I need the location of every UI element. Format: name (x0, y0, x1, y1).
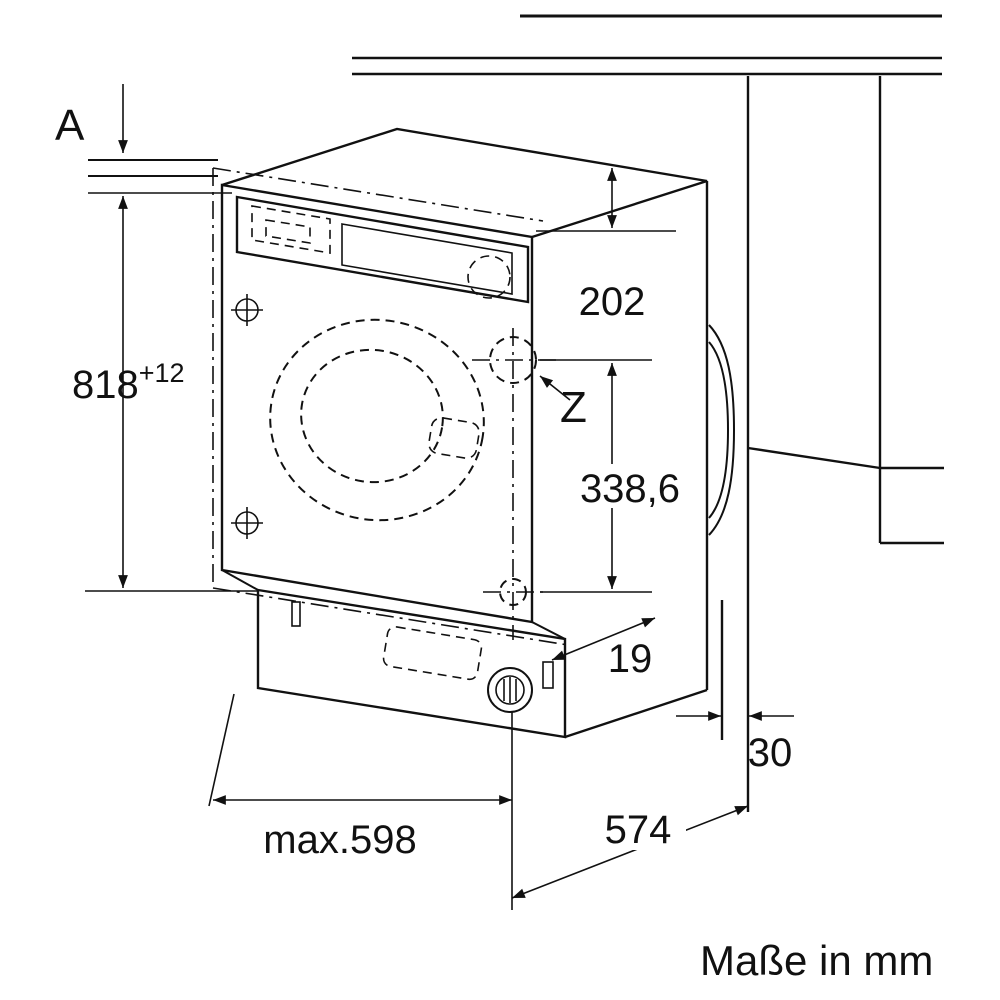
door-glass (300, 348, 444, 484)
detergent-drawer (251, 205, 331, 254)
dimension-lines: A 818+12 202 Z 338,6 19 30 max.598 (55, 84, 794, 910)
width-label: max.598 (263, 818, 416, 862)
units-note: Maße in mm (700, 937, 933, 984)
door-bulge (708, 324, 736, 536)
display-area (341, 223, 513, 295)
depth-label: 574 (605, 808, 672, 852)
service-flap (382, 626, 483, 681)
mounting-points (231, 294, 556, 640)
hinge-distance-label: 338,6 (580, 467, 680, 511)
adjustable-foot (487, 667, 533, 713)
hinge-hole-top (489, 336, 537, 384)
hinge-z-label: Z (560, 383, 587, 432)
furniture-door-phantom (212, 167, 569, 646)
top-clearance-label: 202 (579, 280, 646, 324)
cabinet-side-panel (720, 76, 944, 812)
control-panel (235, 195, 530, 304)
door-handle (428, 417, 480, 459)
panel-thickness-label: 30 (748, 731, 793, 775)
door (269, 318, 485, 522)
worktop-lines (88, 14, 942, 177)
machine-body (220, 127, 736, 739)
plinth-details (291, 601, 554, 713)
front-gap-label: 19 (608, 637, 653, 681)
program-knob (467, 255, 511, 299)
niche-height-label: 818+12 (72, 358, 185, 407)
door-outer-ring (269, 318, 485, 522)
gap-a-label: A (55, 101, 85, 150)
